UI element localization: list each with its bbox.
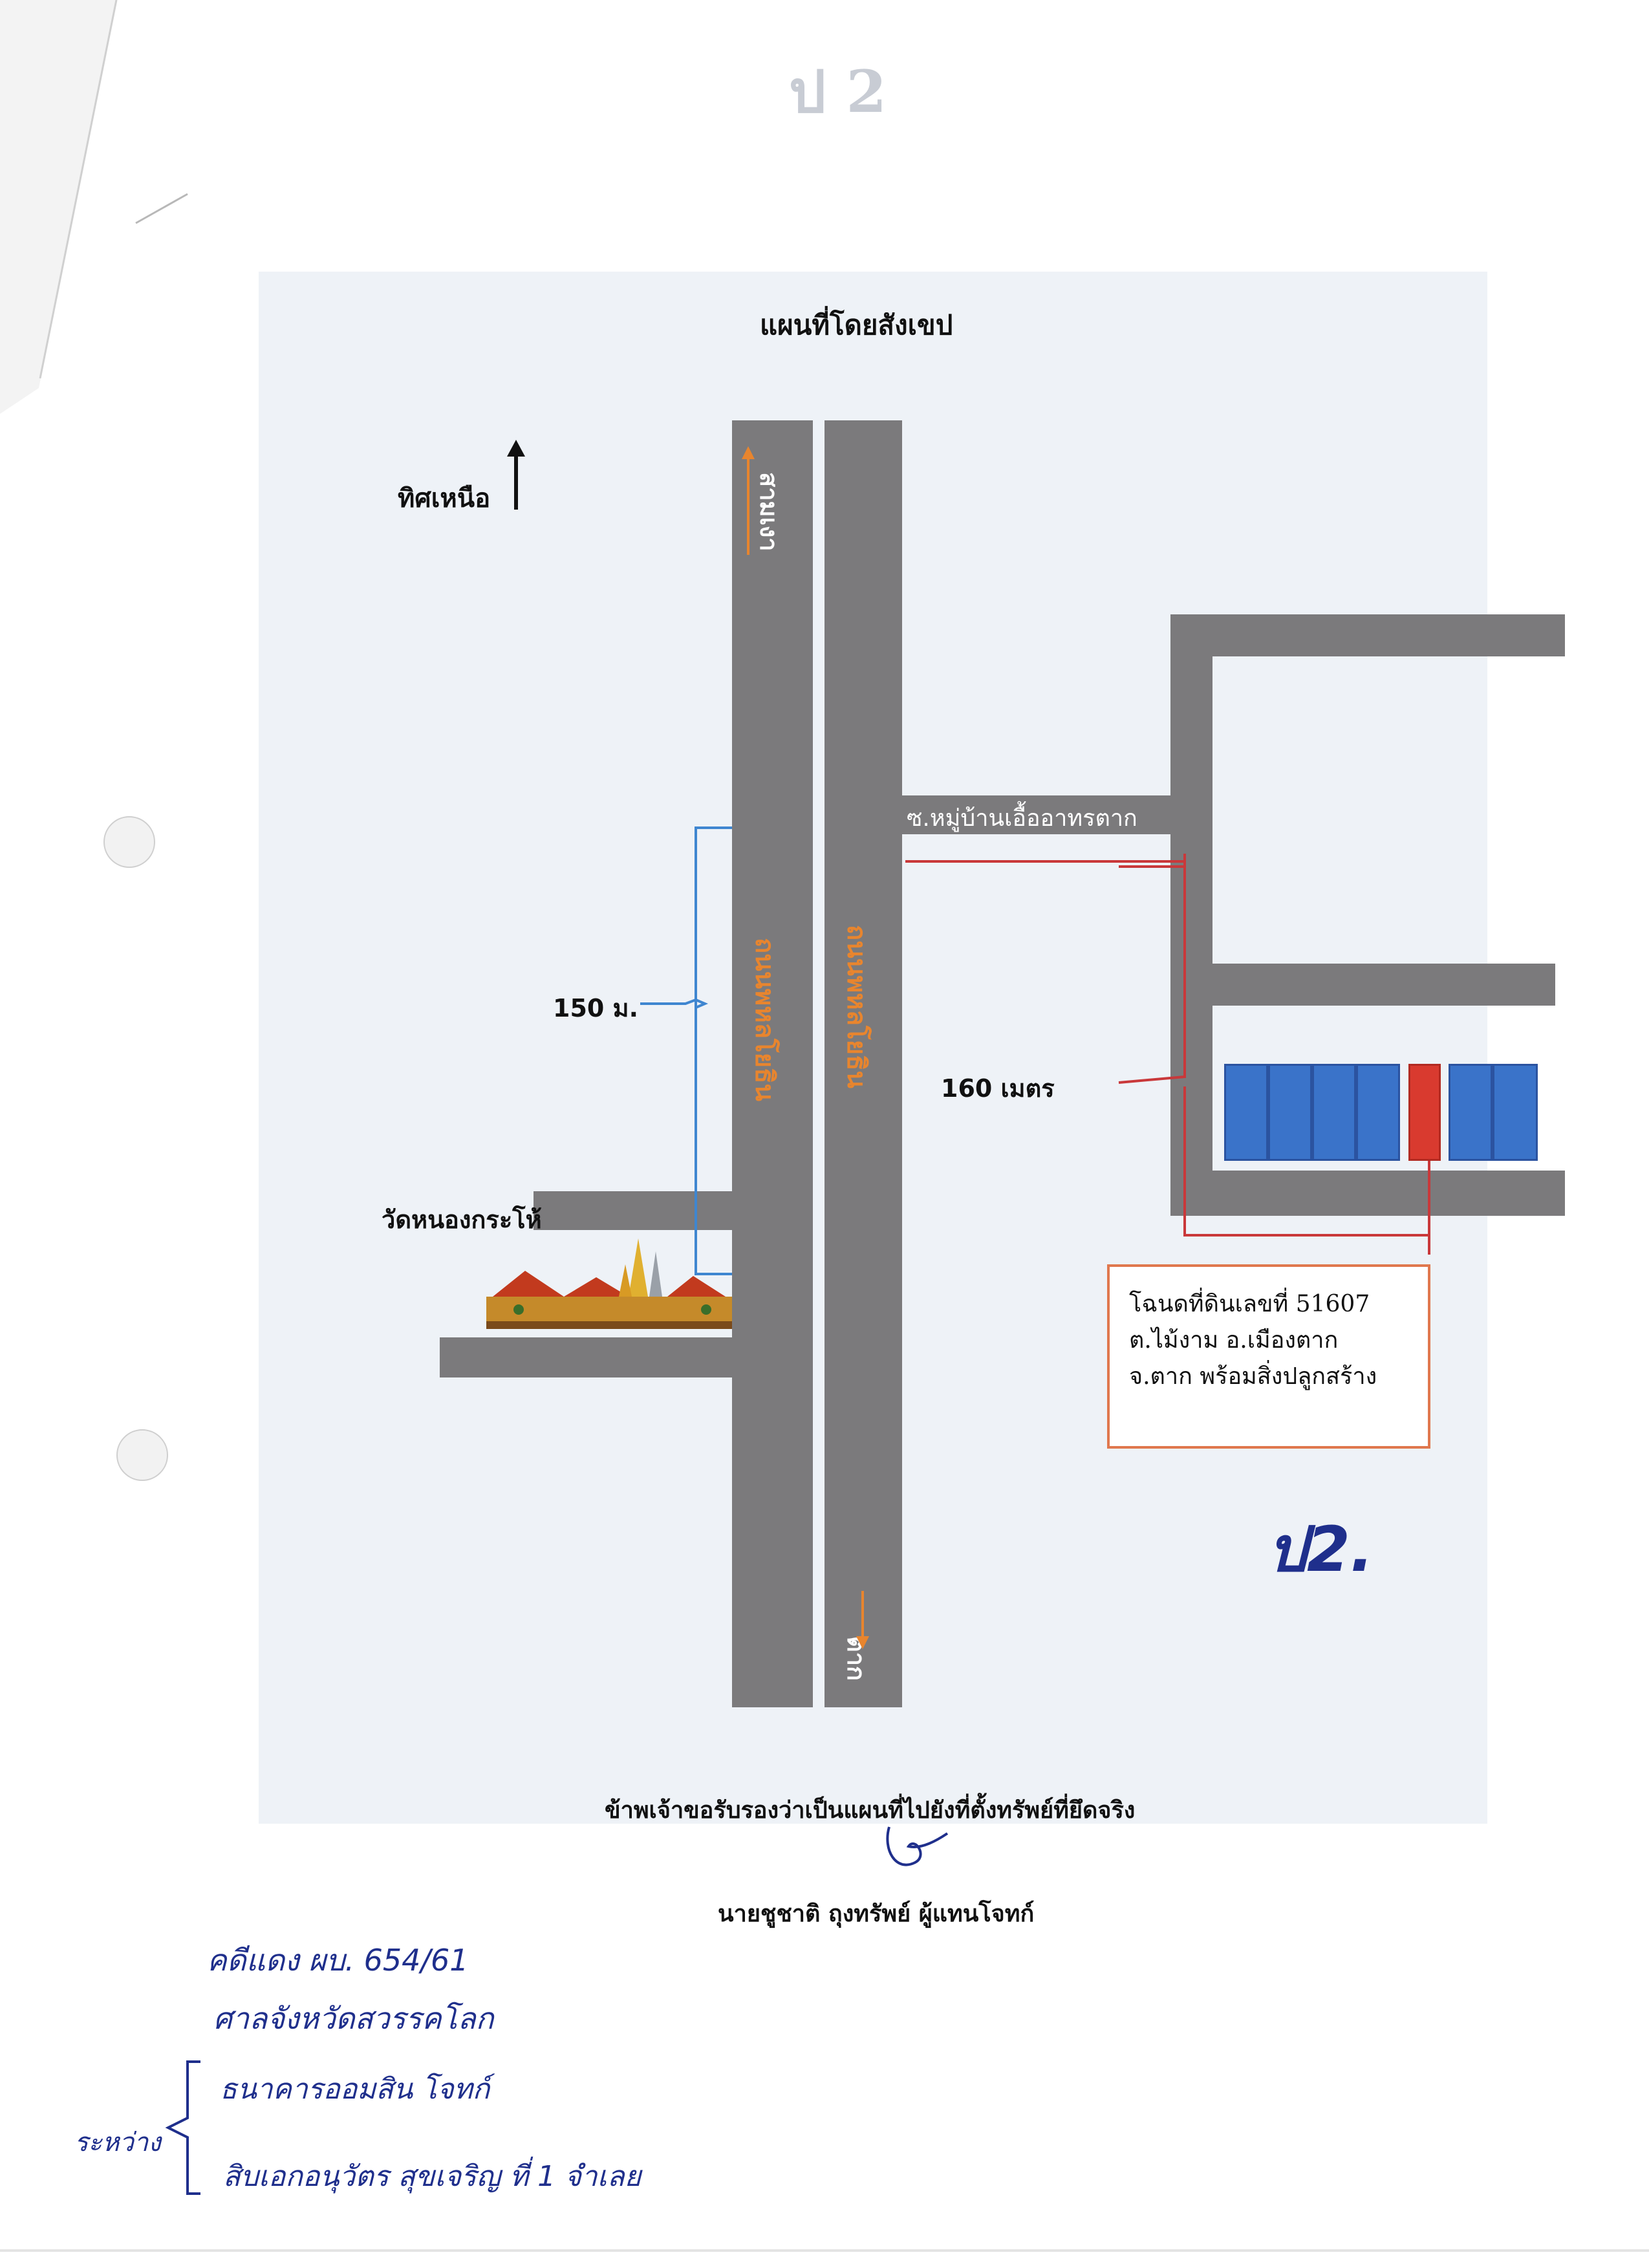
handwritten-mark: ป2. [1267,1513,1374,1586]
distance-150-bracket [640,826,732,1275]
note-defendant: สิบเอกอนุวัตร สุขเจริญ ที่ 1 จำเลย [223,2160,641,2193]
signature-mark [886,1826,949,1866]
deed-number: โฉนดที่ดินเลขที่ 51607 [1129,1291,1370,1317]
distance-150-label: 150 ม. [553,994,639,1022]
deed-info-box: โฉนดที่ดินเลขที่ 51607 ต.ไม้งาม อ.เมืองต… [1107,1264,1430,1449]
temple-road-lower [440,1337,732,1377]
local-road-top [1170,614,1565,656]
road-label-east: ถนนพหลโยธิน [841,925,871,1088]
north-label: ทิศเหนือ [398,484,491,513]
plot-7 [1493,1064,1538,1161]
local-road-middle [1212,964,1555,1006]
certification-text: ข้าพเจ้าขอรับรองว่าเป็นแผนที่ไปยังที่ตั้… [605,1797,1136,1824]
main-road-east [824,420,902,1707]
deed-district: ต.ไม้งาม อ.เมืองตาก [1129,1327,1339,1354]
note-court: ศาลจังหวัดสวรรคโลก [213,2001,494,2036]
note-bracket [165,2060,200,2195]
soi-label: ซ.หมู่บ้านเอื้ออาทรตาก [907,805,1137,832]
north-arrow-icon [507,440,525,510]
local-road-vertical [1170,614,1212,1216]
road-label-west: ถนนพหลโยธิน [749,938,779,1101]
deed-province: จ.ตาก พร้อมสิ่งปลูกสร้าง [1129,1363,1377,1390]
plot-1 [1224,1064,1268,1161]
punch-hole-top [103,816,155,868]
map-title: แผนที่โดยสังเขป [760,309,953,341]
note-case-number: คดีแดง ผบ. 654/61 [207,1943,469,1978]
note-between-label: ระหว่าง [74,2128,161,2157]
plot-4 [1356,1064,1400,1161]
page-header-faint: ป 2 [789,58,887,126]
temple-label: วัดหนองกระโห้ [382,1205,542,1234]
main-road-west [732,420,813,1707]
distance-160-label: 160 เมตร [941,1074,1055,1103]
temple-road-upper [534,1191,732,1230]
punch-hole-bottom [116,1429,168,1481]
plot-6 [1449,1064,1493,1161]
plot-3 [1312,1064,1356,1161]
distance-160-bracket [905,854,1430,1255]
arrow-up-icon [742,446,755,555]
local-road-bottom [1212,1171,1565,1216]
soi-road [902,795,1212,834]
note-plaintiff: ธนาคารออมสิน โจทก์ [220,2073,490,2106]
arrow-down-icon [856,1591,869,1649]
temple-icon [486,1238,732,1329]
signer-name: นายชูชาติ ถุงทรัพย์ ผู้แทนโจทก์ [718,1900,1035,1927]
plot-highlighted [1408,1064,1441,1161]
plot-2 [1268,1064,1312,1161]
